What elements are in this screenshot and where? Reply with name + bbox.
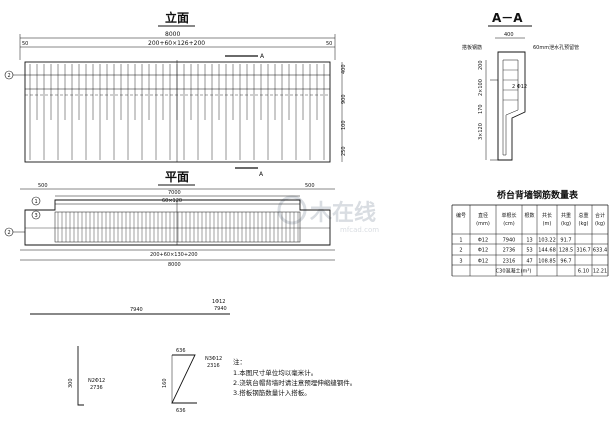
plan-view: 平面 500 500 7000 60×120 200+60×130+200 80… (4, 170, 335, 268)
plan-rebars (57, 212, 299, 242)
rebar1-label: 1Φ12 (212, 299, 225, 305)
table-header-cell: (cm) (503, 221, 515, 227)
table-cell: 108.85 (538, 259, 556, 265)
notes-heading: 注： (233, 357, 246, 366)
table-cell: 144.68 (538, 248, 556, 254)
table-header-cell: 编号 (456, 212, 466, 219)
elevation-rebars (29, 64, 325, 160)
table-cell: 316.7 (576, 248, 590, 254)
svg-text:A: A (259, 171, 264, 178)
elevation-end-dim-left: 50 (22, 41, 28, 47)
table-concrete-value: 6.10 (578, 269, 589, 275)
section-view: A－A 400 搭板钢筋 60mm泄水孔预留管 200 2×100 170 3×… (462, 11, 579, 161)
table-concrete-label: C30混凝土(m³) (496, 268, 532, 275)
watermark: 木在线 mfcad.com (277, 195, 379, 234)
table-header-cell: 根数 (524, 212, 534, 219)
table-cell: Φ12 (478, 248, 488, 254)
section-side-dim-2: 2×100 (478, 79, 484, 96)
rebar2-label: N2Φ12 (88, 378, 105, 384)
plan-title: 平面 (165, 170, 189, 184)
plan-total-dim: 8000 (168, 262, 181, 268)
note-2: 2.浇筑台帽背墙时请注意预埋伸缩缝钢件。 (233, 378, 356, 387)
plan-mid-dim: 7000 (168, 190, 181, 196)
plan-mark-2: 2 (8, 230, 11, 236)
section-top-dim: 400 (504, 32, 514, 38)
note-1: 1.本图尺寸单位均以毫米计。 (233, 368, 317, 377)
section-side-dim-4: 3×120 (478, 123, 484, 140)
rebar2-detail: 300 N2Φ12 2736 (68, 346, 105, 406)
rebar1-length: 7940 (130, 307, 143, 313)
table-cell: 13 (526, 238, 532, 244)
elevation-right-dim-2: 900 (341, 94, 347, 104)
table-header-cell: (kg) (579, 221, 589, 227)
elevation-view: 立面 8000 200+60×126+200 50 50 A 400 900 1… (4, 10, 347, 178)
table-header-cell: 直径 (478, 212, 488, 219)
notes: 注： 1.本图尺寸单位均以毫米计。 2.浇筑台帽背墙时请注意预埋伸缩缝钢件。 3… (233, 357, 356, 397)
table-cell: Φ12 (478, 238, 488, 244)
table-cell: 103.22 (538, 238, 556, 244)
table-header-cell: 总重 (578, 212, 588, 219)
section-side-dim-3: 170 (478, 104, 484, 114)
table-header-cell: (mm) (476, 221, 490, 227)
section-label-left: 搭板钢筋 (462, 44, 482, 51)
rebar2-dim: 300 (68, 378, 74, 388)
table-concrete-value: 12.21 (593, 269, 607, 275)
table-cell: 2316 (503, 259, 516, 265)
plan-mark-1: 1 (35, 199, 38, 205)
table-header-cell: 合计 (595, 212, 605, 219)
table-cell: 128.5 (559, 248, 573, 254)
table-cell: 53 (526, 248, 532, 254)
rebar3-dim-side: 160 (162, 378, 168, 388)
watermark-sub: mfcad.com (340, 226, 379, 234)
rebar3-dim-top: 636 (176, 348, 186, 354)
rebar3-sub: 2316 (207, 363, 220, 369)
table-cell: 47 (526, 259, 532, 265)
elevation-end-dim-right: 50 (326, 41, 332, 47)
section-rebar-note: 2 Φ12 (512, 84, 527, 90)
table-title: 桥台背墙钢筋数量表 (497, 189, 579, 201)
rebar1-detail: 7940 1Φ12 7940 (30, 299, 230, 315)
table-cell: 96.7 (560, 259, 571, 265)
section-side-dim-1: 200 (478, 60, 484, 70)
note-3: 3.搭板钢筋数量计入搭板。 (233, 388, 311, 397)
section-label-right: 60mm泄水孔预留管 (533, 44, 579, 51)
rebar1-sub: 7940 (214, 306, 227, 312)
table-cell: 7940 (503, 238, 516, 244)
table-header-cell: 共长 (542, 212, 552, 219)
plan-dim-right: 500 (305, 183, 315, 189)
table-header-cell: (kg) (561, 221, 571, 227)
rebar3-label: N3Φ12 (205, 356, 222, 362)
elevation-top-dim: 8000 (165, 31, 180, 38)
table-cell: 633.4 (593, 248, 607, 254)
table-cell: 1 (459, 238, 462, 244)
rebar2-sub: 2736 (90, 385, 103, 391)
elevation-right-dim-1: 400 (341, 64, 347, 74)
elevation-right-dim-3: 100 (341, 120, 347, 130)
table-cell: 3 (459, 259, 462, 265)
rebar3-detail: 636 636 160 N3Φ12 2316 (162, 348, 222, 414)
elevation-sub-dim: 200+60×126+200 (148, 40, 205, 47)
watermark-text: 木在线 (309, 200, 376, 226)
elevation-section-mark: A (260, 53, 265, 60)
table-cell: 2 (459, 248, 462, 254)
plan-spacing-dim: 60×120 (162, 198, 182, 204)
table-cell: 2736 (503, 248, 516, 254)
section-title: A－A (492, 11, 523, 25)
plan-bottom-dim: 200+60×130+200 (150, 252, 198, 258)
table-cell: 91.7 (560, 238, 571, 244)
elevation-left-mark: 2 (8, 73, 11, 79)
table-header-cell: 共重 (561, 212, 571, 219)
table-cell: Φ12 (478, 259, 488, 265)
plan-dim-left: 500 (38, 183, 48, 189)
rebar-table: 桥台背墙钢筋数量表 编号 直径 (mm) 单根长 (cm) 根数 共长 (m) 共重 (kg) 总重… (451, 189, 609, 277)
rebar3-dim-bottom: 636 (176, 408, 186, 414)
table-header-cell: (m) (543, 221, 552, 227)
plan-mark-3: 3 (35, 213, 38, 219)
table-header-cell: (kg) (595, 221, 605, 227)
elevation-right-dim-4: 250 (341, 146, 347, 156)
elevation-title: 立面 (165, 10, 189, 25)
table-header-cell: 单根长 (501, 212, 516, 219)
